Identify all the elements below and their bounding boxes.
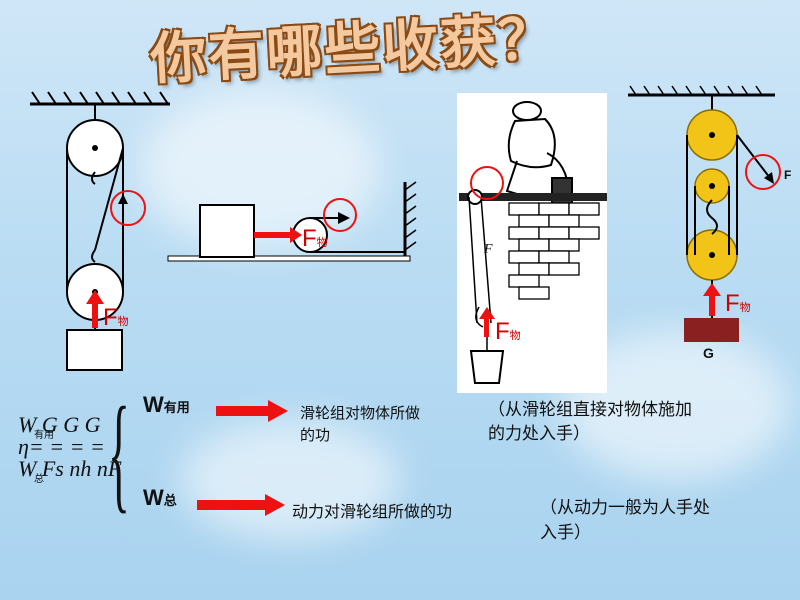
label-f1: F物: [103, 304, 129, 331]
diagram-pulley-block: [628, 85, 781, 342]
formula-sub-useful: 有用: [34, 430, 54, 441]
label-f3-rope: F: [484, 242, 493, 257]
label-f2: F物: [302, 225, 328, 252]
useful-description: 滑轮组对物体所做的功: [300, 404, 421, 444]
label-f4-right: F: [784, 168, 792, 182]
total-note: （从动力一般为人手处入手）: [540, 498, 710, 543]
w-useful-label: W有用: [143, 392, 190, 417]
bg-cloud: [140, 90, 380, 250]
total-description: 动力对滑轮组所做的功: [292, 502, 453, 521]
curly-brace: {: [108, 381, 130, 525]
formula-line2: η= = = =: [18, 434, 105, 459]
label-g: G: [703, 345, 714, 361]
w-total-label: W总: [143, 485, 177, 510]
bg-cloud: [180, 420, 400, 540]
diagram-movable-pulley: [30, 91, 170, 371]
formula-sub-total: 总: [34, 474, 44, 485]
diagram-horizontal-pulley: [167, 181, 417, 262]
total-arrow: [197, 494, 285, 516]
label-f4: F物: [725, 290, 751, 317]
worker-illustration: [459, 101, 609, 384]
useful-note: （从滑轮组直接对物体施加的力处入手）: [488, 400, 692, 444]
useful-arrow: [216, 400, 288, 422]
label-f3: F物: [495, 318, 521, 345]
worker-photo: [457, 93, 609, 393]
